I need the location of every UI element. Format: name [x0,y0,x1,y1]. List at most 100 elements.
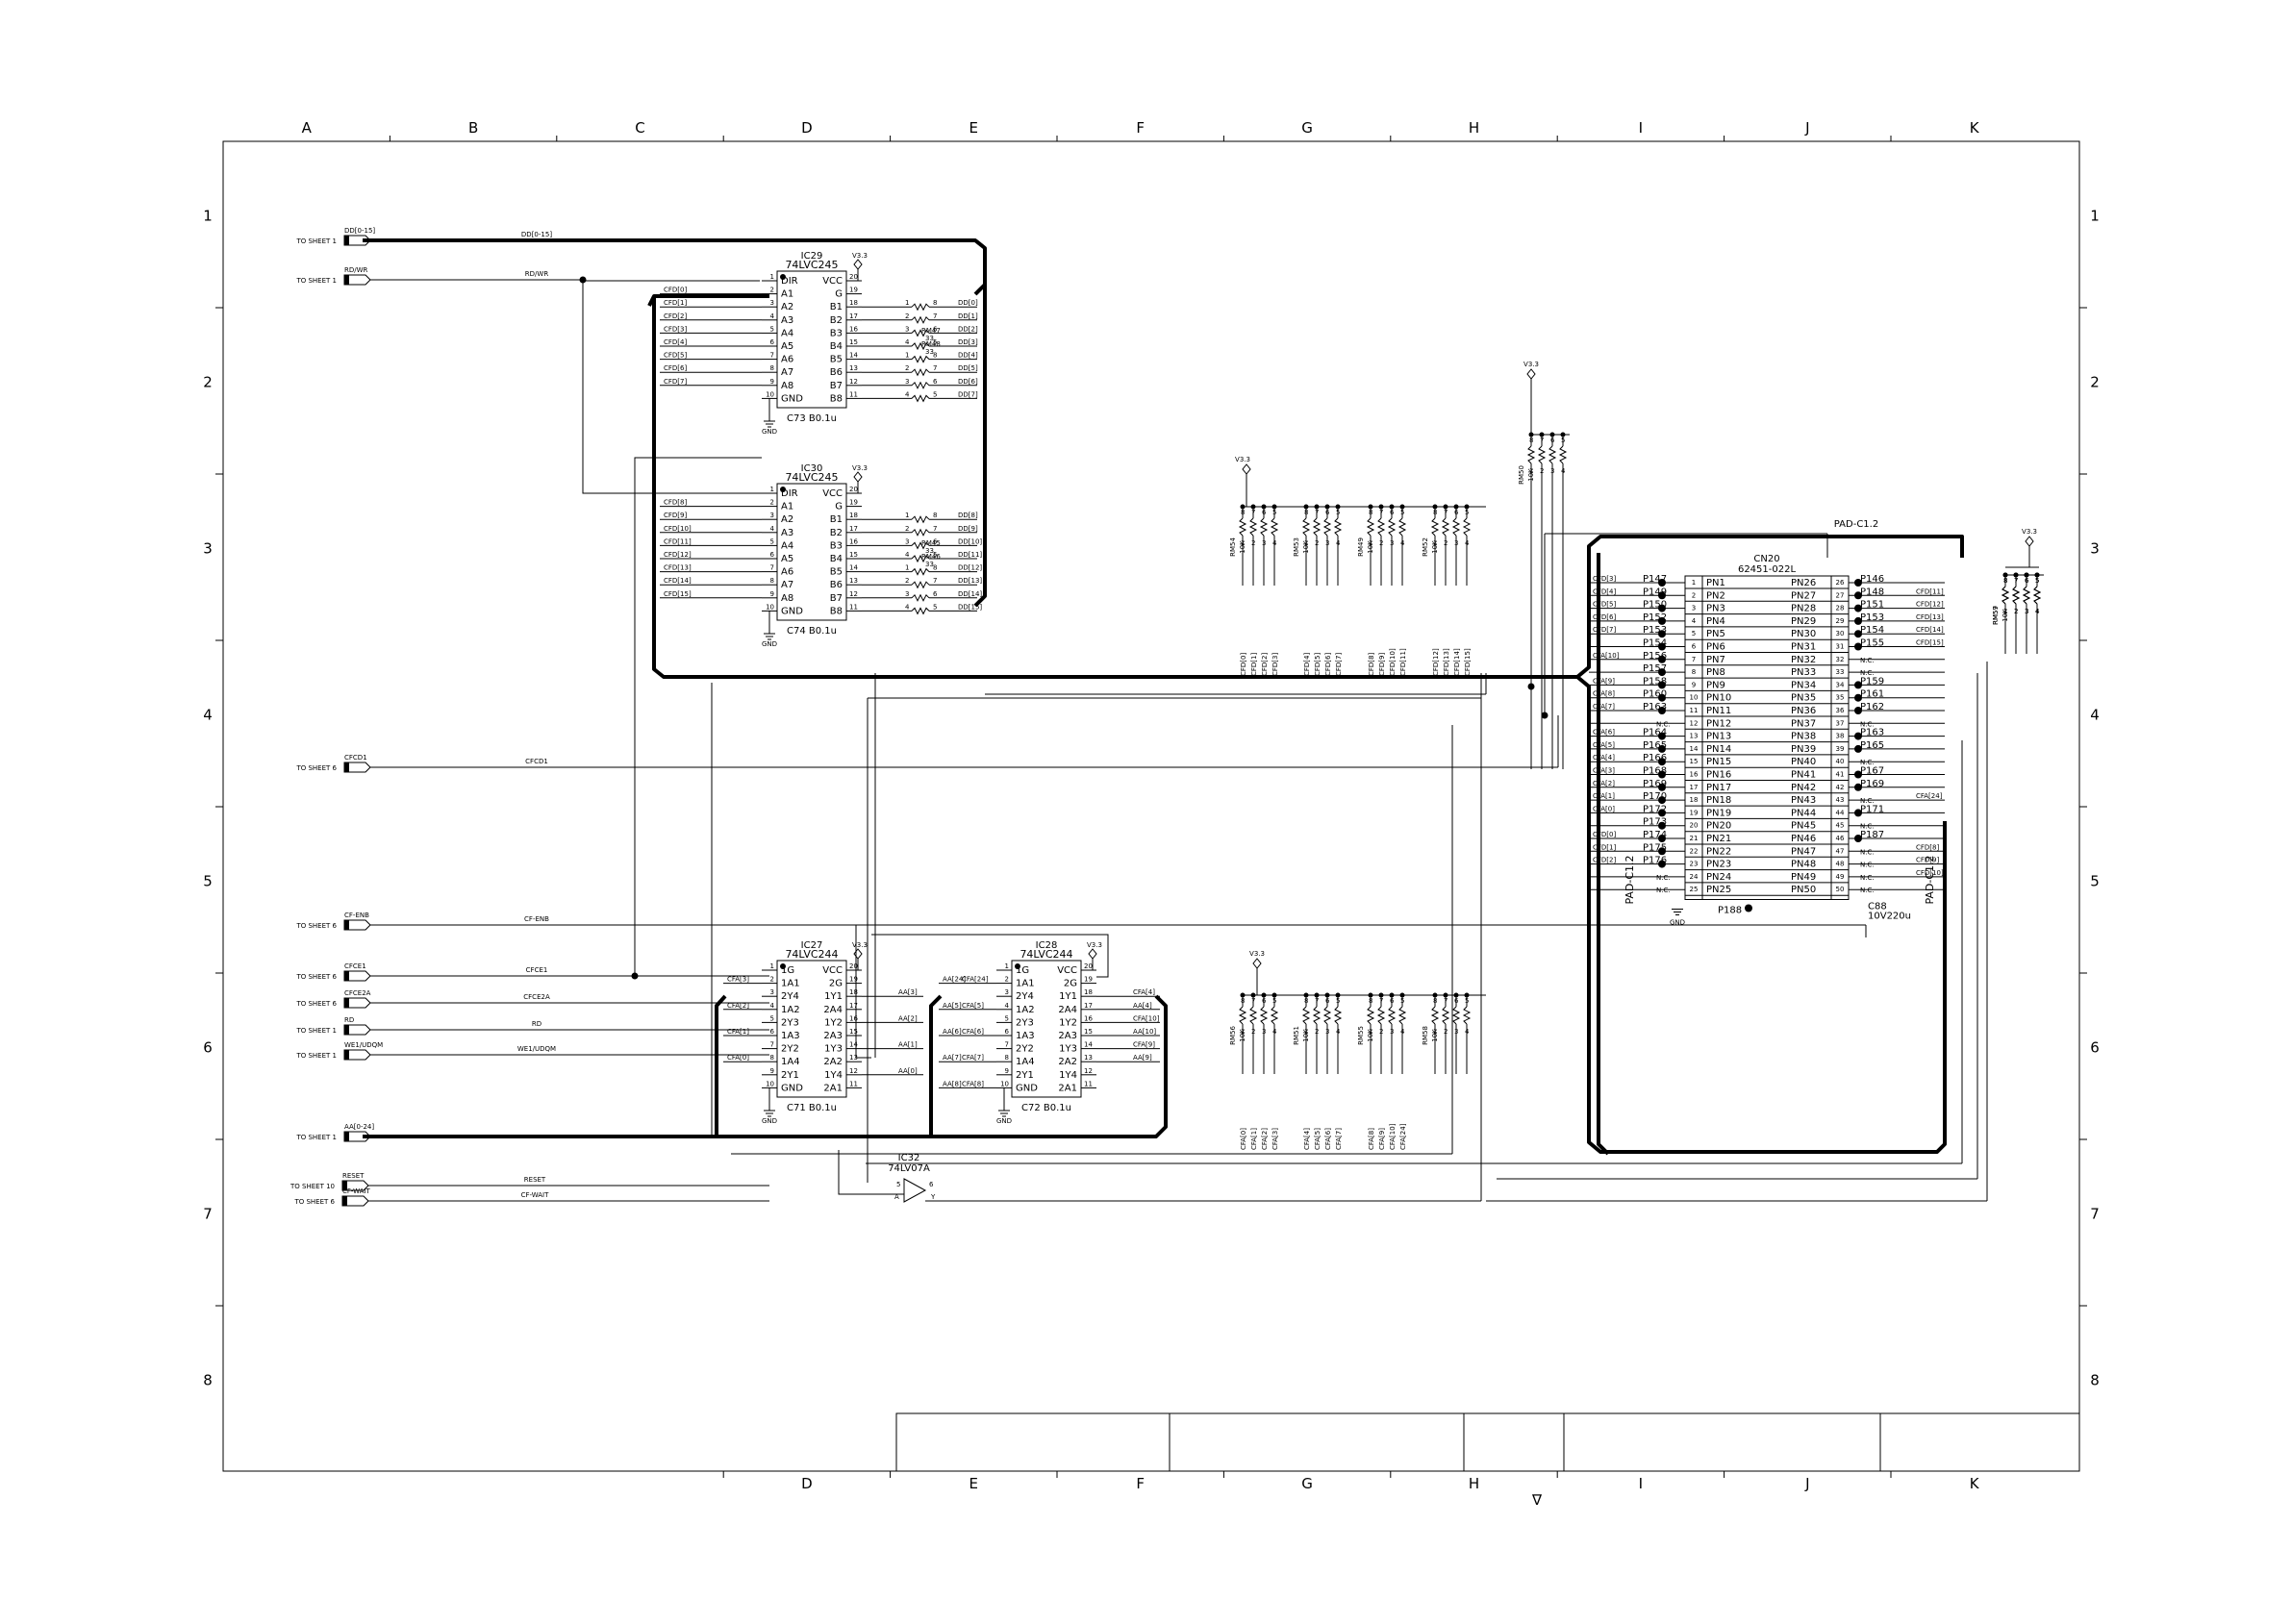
power-symbol [1242,463,1251,475]
junction-dot [1658,616,1666,625]
junction-dot [1854,783,1862,791]
junction-dot [1854,591,1862,600]
rpin: 4 [1336,1028,1341,1036]
nc-label: N.C. [1860,887,1875,894]
pin-num: 44 [1836,809,1845,816]
net-label: CFD[9] [664,512,687,519]
nc-label: N.C. [1860,797,1875,805]
net-label: CFD[13] [664,564,692,572]
zone-col-bottom: J [1804,1475,1809,1492]
pin-name: 2A1 [823,1083,843,1093]
rn-ref: RM59 [1992,606,2000,625]
rn-val: 10K [1527,468,1535,482]
pin-num: 20 [1690,822,1699,830]
resistor [1301,1006,1311,1025]
pin-num: 9 [770,1067,774,1075]
tp-label: P152 [1643,612,1667,623]
rpin: 5 [2035,577,2039,585]
rpin: 8 [2003,577,2007,585]
resistor [1387,517,1397,537]
zone-row-right: 2 [2090,374,2100,391]
rpin: 2 [2014,608,2018,615]
zone-row-left: 3 [203,540,213,558]
rpin: 2 [1315,539,1319,547]
pin-name: PN45 [1791,821,1816,832]
power-label: V3.3 [852,464,868,472]
buffer-symbol [903,1178,927,1203]
junction-dot [1464,504,1470,510]
resistor [1537,445,1547,464]
pin-num: 8 [770,364,774,372]
pin-num: 15 [1690,758,1699,765]
pin-num: 49 [1836,873,1845,881]
net-label: CFA[4] [1303,1128,1311,1150]
pad-label-v2: PAD-C1.2 [1924,855,1936,904]
resistor [1397,517,1407,537]
pin-name: A5 [781,554,793,564]
pin-name: PN40 [1791,757,1816,767]
net-label: CFD[2] [1593,857,1616,864]
pin-name: PN32 [1791,655,1816,665]
gnd-symbol [764,1110,775,1117]
rpin: 8 [933,352,937,360]
rpin: 4 [905,338,910,346]
net-label: DD[2] [958,325,978,333]
rn-ref: RM58 [1422,1026,1429,1045]
zone-col-top: G [1301,119,1313,137]
pin-name: PN8 [1706,667,1725,678]
ic-ref: IC29 [801,251,823,262]
pin-name: 1Y2 [1059,1017,1077,1028]
junction-dot [1658,744,1666,753]
pin-num: 2 [1692,591,1696,599]
resistor [911,368,930,377]
pin-num: 12 [849,1067,858,1075]
net-label: CFA[6] [1324,1128,1332,1150]
resistor [1526,445,1536,464]
pin-name: PN10 [1706,693,1731,704]
rn-ref: RM49 [1357,537,1365,557]
net-label: CFD[6] [1593,613,1616,621]
pin-num: 20 [849,962,858,970]
pin-name: 1Y3 [824,1044,843,1055]
net-label: CFD[2] [664,312,687,320]
pin-name: PN49 [1791,872,1816,883]
net-label: CFA[3] [1271,1128,1279,1150]
rpin: 7 [1251,509,1255,516]
pin-name: PN38 [1791,732,1816,742]
zone-col-bottom: I [1639,1475,1643,1492]
net-label: DD[3] [958,338,978,346]
pin-name: 2A1 [1058,1083,1077,1093]
zone-row-left: 2 [203,374,213,391]
aa-bus-r [717,994,1168,1138]
nc-label: N.C. [1860,823,1875,831]
pin-num: 3 [1692,605,1696,612]
conn-ref: CN20 [1753,554,1779,564]
junction-dot [1303,504,1309,510]
pin-name: PN35 [1791,693,1816,704]
zone-row-left: 6 [203,1039,213,1057]
resistor [911,394,930,403]
enb2-wire [871,934,1109,978]
dd-bus [363,238,987,608]
net-label: CFA[9] [1593,677,1615,685]
pin-name: PN43 [1791,795,1816,806]
pin-num: 7 [1005,1041,1009,1049]
rpin: 1 [1433,1028,1437,1036]
pin-num: 17 [849,312,858,320]
pin-num: 1 [770,486,774,493]
zone-row-right: 7 [2090,1206,2100,1223]
rpin: 5 [933,390,937,398]
power-label: V3.3 [852,252,868,260]
gnd-label: GND [762,1117,777,1125]
pin-num: 46 [1836,835,1845,842]
net-label: CFD[13] [1443,648,1450,676]
pin-num: 10 [766,1080,774,1087]
rpin: 8 [1433,509,1437,516]
junction-dot [1261,504,1267,510]
rpin: 6 [1390,997,1395,1005]
resistor [1248,517,1258,537]
pin-name: PN34 [1791,680,1816,690]
